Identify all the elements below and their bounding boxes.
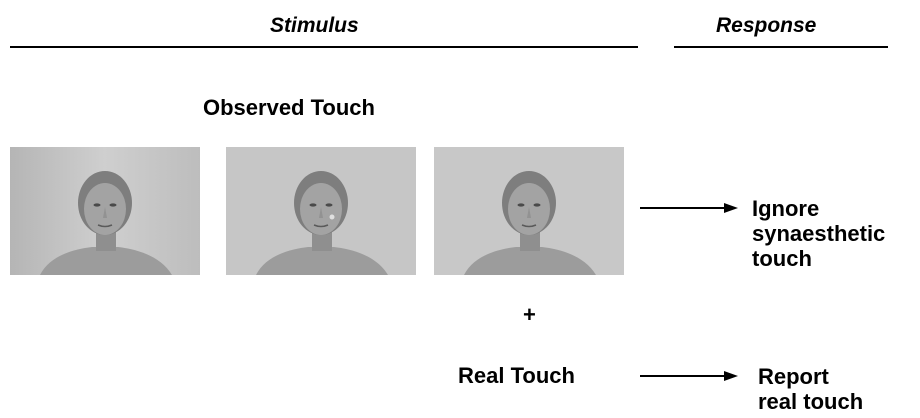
real-touch-label: Real Touch: [458, 363, 575, 389]
face-photo-icon: [10, 147, 200, 275]
arrow-right-icon: [640, 370, 738, 382]
report-response: Report real touch: [758, 364, 863, 414]
face-photo-icon: [434, 147, 624, 275]
stimulus-rule: [10, 46, 638, 48]
face-photo-1: [10, 147, 200, 275]
observed-touch-label: Observed Touch: [203, 95, 375, 121]
plus-sign: +: [523, 302, 536, 328]
ignore-response-line-2: synaesthetic: [752, 221, 885, 246]
arrow-to-ignore: [640, 202, 738, 214]
face-photo-icon: [226, 147, 416, 275]
ignore-response: Ignore synaesthetic touch: [752, 196, 885, 271]
arrow-to-report: [640, 370, 738, 382]
report-response-line-1: Report: [758, 364, 863, 389]
response-rule: [674, 46, 888, 48]
ignore-response-line-3: touch: [752, 246, 885, 271]
arrow-right-icon: [640, 202, 738, 214]
stimulus-header: Stimulus: [270, 14, 359, 38]
face-photo-2: [226, 147, 416, 275]
ignore-response-line-1: Ignore: [752, 196, 885, 221]
response-header: Response: [716, 14, 816, 38]
face-photo-3: [434, 147, 624, 275]
report-response-line-2: real touch: [758, 389, 863, 414]
